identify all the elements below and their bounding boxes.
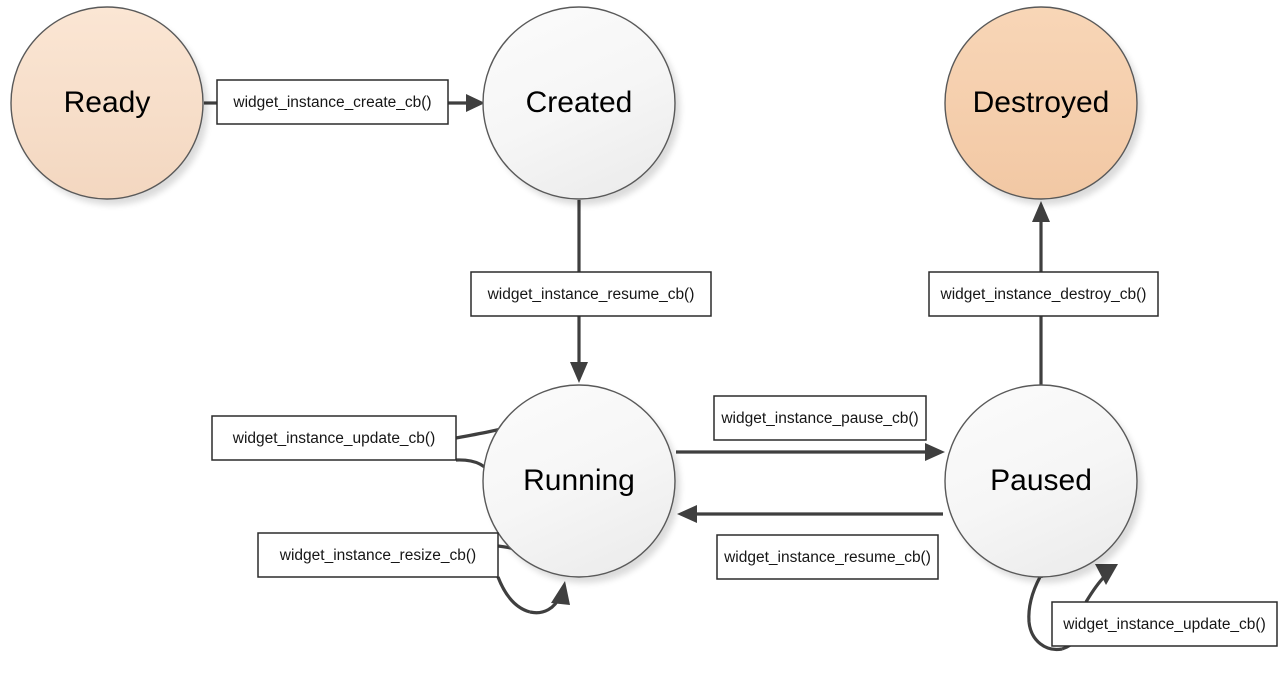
transition-paused-to-running[interactable] <box>677 505 943 523</box>
label-box <box>716 534 939 580</box>
state-node-paused[interactable]: Paused <box>944 384 1142 583</box>
edge-loop-curve <box>1027 621 1063 652</box>
transition-label-running-self-update[interactable]: widget_instance_update_cb() <box>211 415 457 461</box>
arrowhead-icon <box>1095 564 1118 585</box>
transition-label-paused-self-update[interactable]: widget_instance_update_cb() <box>1051 601 1278 647</box>
state-node-created[interactable]: Created <box>482 6 680 205</box>
node-circle-ready <box>10 6 204 200</box>
transition-created-to-running[interactable] <box>570 200 588 383</box>
arrowhead-icon <box>1032 201 1050 222</box>
transition-label-paused-to-running[interactable]: widget_instance_resume_cb() <box>716 534 939 580</box>
arrowhead-icon <box>466 94 485 112</box>
node-circle-created <box>482 6 676 200</box>
transition-running-to-paused[interactable] <box>676 443 945 461</box>
edge-loop-out <box>1027 576 1042 623</box>
label-box <box>1051 601 1278 647</box>
edge-loop-out <box>496 576 531 614</box>
label-box <box>470 271 712 317</box>
label-box <box>257 532 499 578</box>
edge-loop-in <box>1084 574 1107 603</box>
label-box <box>216 79 449 125</box>
arrowhead-icon <box>570 362 588 383</box>
arrowhead-icon <box>925 443 945 461</box>
label-box <box>928 271 1159 317</box>
node-circle-paused <box>944 384 1138 578</box>
label-box <box>211 415 457 461</box>
arrowhead-icon <box>551 581 570 605</box>
state-node-ready[interactable]: Ready <box>10 6 208 205</box>
transition-label-running-self-resize[interactable]: widget_instance_resize_cb() <box>257 532 499 578</box>
transition-label-created-to-running[interactable]: widget_instance_resume_cb() <box>470 271 712 317</box>
label-box <box>713 395 927 441</box>
transition-label-running-to-paused[interactable]: widget_instance_pause_cb() <box>713 395 927 441</box>
state-node-destroyed[interactable]: Destroyed <box>944 6 1142 205</box>
node-circle-running <box>482 384 676 578</box>
node-circle-destroyed <box>944 6 1138 200</box>
transition-label-paused-to-destroyed[interactable]: widget_instance_destroy_cb() <box>928 271 1159 317</box>
transition-label-ready-to-created[interactable]: widget_instance_create_cb() <box>216 79 449 125</box>
state-node-running[interactable]: Running <box>482 384 680 583</box>
arrowhead-icon <box>677 505 697 523</box>
